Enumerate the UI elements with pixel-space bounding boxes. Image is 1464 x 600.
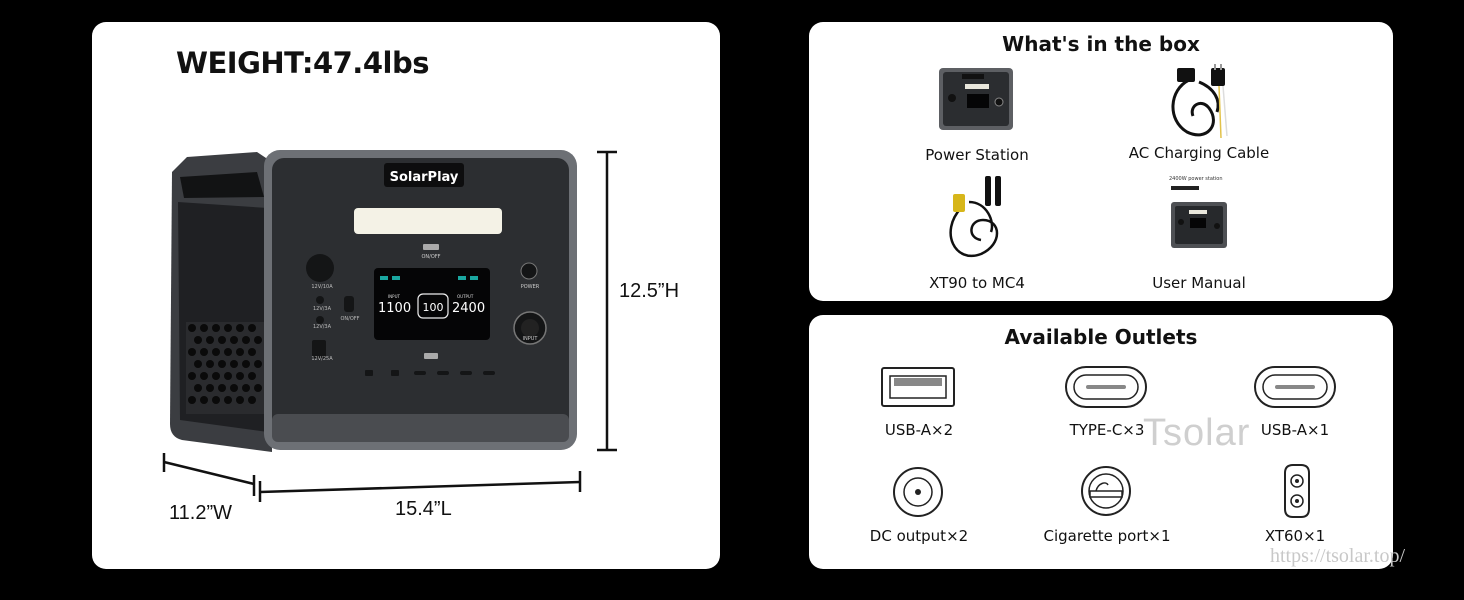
cigarette-port-icon: [1081, 466, 1131, 516]
product-dimensions-panel: WEIGHT:47.4lbs SolarPlay ON/OFF 12V/10A …: [92, 22, 720, 569]
dc-port-icon: [893, 467, 943, 517]
manual-caption: 2400W power station: [1169, 176, 1223, 182]
source-url: https://tsolar.top/: [1270, 545, 1406, 567]
outlet-label: XT60×1: [1264, 527, 1326, 545]
svg-text:ON/OFF: ON/OFF: [340, 316, 359, 322]
weight-label: WEIGHT:47.4lbs: [176, 46, 429, 80]
outlet-label: Cigarette port×1: [1043, 527, 1171, 545]
available-outlets-panel: Available Outlets USB-A×2 TYPE-C×3 USB-A…: [809, 315, 1393, 569]
svg-text:12V/25A: 12V/25A: [311, 356, 333, 362]
usb-c-icon: [1254, 366, 1336, 408]
svg-text:12V/3A: 12V/3A: [313, 306, 332, 312]
dimension-lines: [162, 150, 617, 502]
led-light-bar: [354, 208, 502, 234]
outlet-label: DC output×2: [869, 527, 969, 545]
power-station-image: SolarPlay ON/OFF 12V/10A 12V/3A 12V/3A 1…: [170, 150, 577, 452]
xt90-mc4-cable-icon: [949, 176, 1001, 258]
svg-text:100: 100: [423, 301, 444, 314]
outlet-label: TYPE-C×3: [1069, 421, 1145, 439]
width-dimension: 11.2”W: [169, 502, 232, 524]
box-item-label: AC Charging Cable: [1128, 144, 1270, 162]
power-station-icon: [939, 68, 1013, 130]
usb-a-icon: [881, 367, 955, 407]
svg-text:INPUT: INPUT: [523, 336, 539, 342]
lcd-screen: [374, 268, 490, 340]
box-item-label: XT90 to MC4: [929, 274, 1025, 292]
whats-in-the-box-panel: What's in the box Power Station AC Charg…: [809, 22, 1393, 301]
svg-text:12V/3A: 12V/3A: [313, 324, 332, 330]
svg-text:OUTPUT: OUTPUT: [457, 294, 474, 299]
box-title: What's in the box: [1002, 32, 1200, 56]
xt60-port-icon: [1284, 464, 1310, 518]
outlet-label: USB-A×1: [1260, 421, 1330, 439]
outlet-label: USB-A×2: [884, 421, 954, 439]
box-item-label: User Manual: [1152, 274, 1246, 292]
length-dimension: 15.4”L: [395, 498, 452, 520]
power-button-icon: [520, 262, 538, 280]
ac-cable-icon: [1171, 64, 1228, 139]
outlets-title: Available Outlets: [1004, 325, 1198, 349]
brand-logo: SolarPlay: [390, 170, 459, 185]
svg-text:12V/10A: 12V/10A: [311, 284, 333, 290]
svg-text:2400: 2400: [452, 301, 485, 316]
box-item-label: Power Station: [925, 146, 1029, 164]
user-manual-icon: [1171, 186, 1227, 248]
usb-c-icon: [1065, 366, 1147, 408]
svg-text:ON/OFF: ON/OFF: [421, 254, 440, 260]
svg-text:1100: 1100: [378, 301, 411, 316]
svg-text:INPUT: INPUT: [388, 294, 401, 299]
watermark-text: Tsolar: [1143, 412, 1251, 454]
car-port-icon: [306, 254, 334, 282]
svg-text:POWER: POWER: [521, 284, 540, 290]
height-dimension: 12.5”H: [619, 280, 680, 302]
